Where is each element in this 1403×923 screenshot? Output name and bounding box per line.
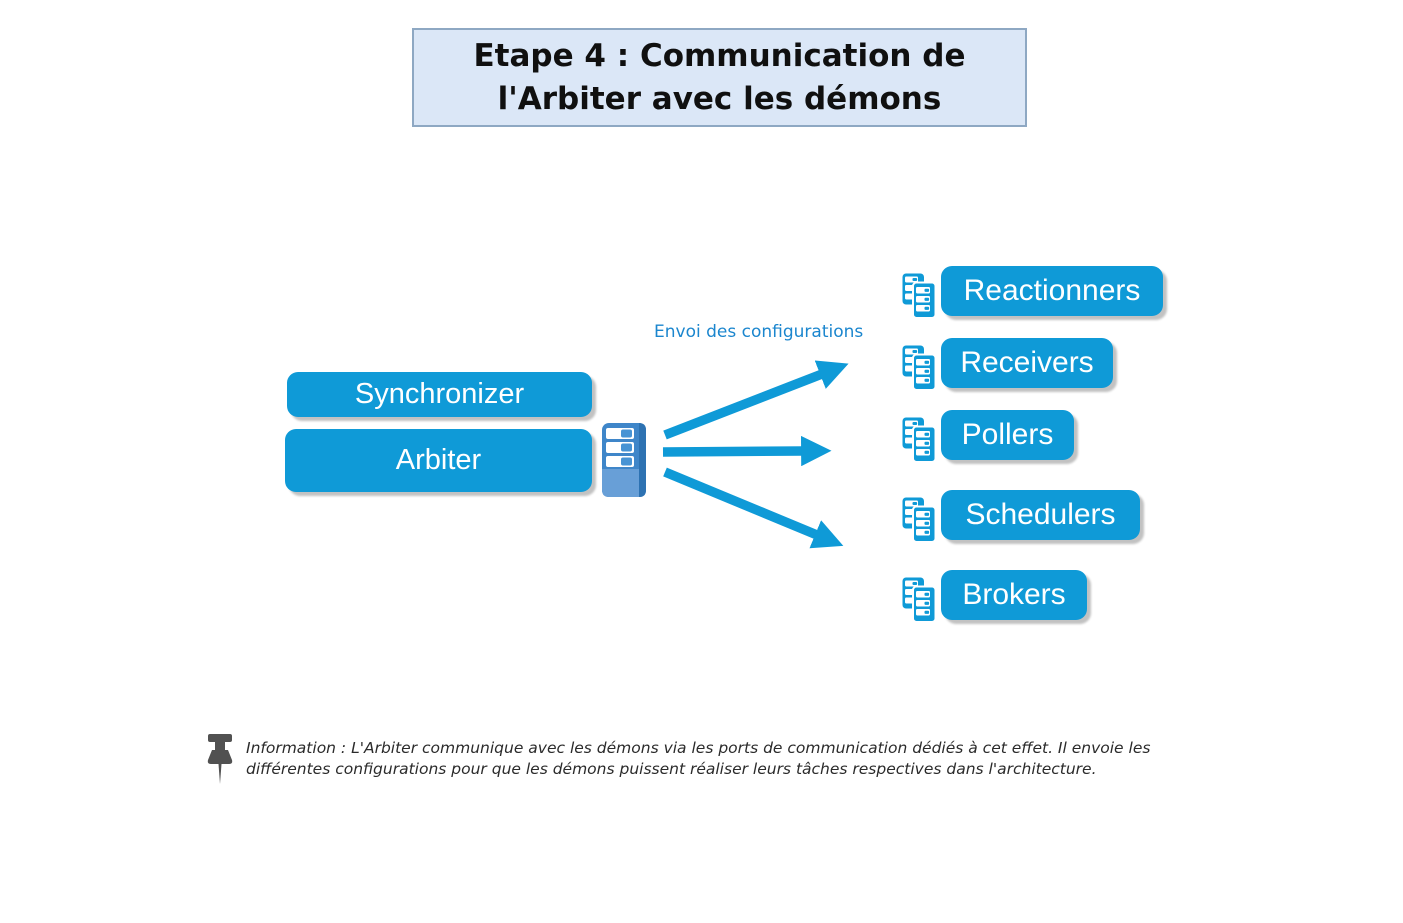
daemon-node: Schedulers xyxy=(941,490,1140,540)
daemon-node: Receivers xyxy=(941,338,1113,388)
flow-arrow-bottom xyxy=(663,467,844,549)
daemon-node: Pollers xyxy=(941,410,1074,460)
daemon-row: Reactionners xyxy=(902,264,1163,319)
stacked-servers-icon xyxy=(902,345,936,391)
daemon-label: Brokers xyxy=(962,578,1066,611)
daemon-row: Brokers xyxy=(902,568,1087,623)
daemon-node: Brokers xyxy=(941,570,1087,620)
info-note: Information : L'Arbiter communique avec … xyxy=(205,734,1236,786)
stacked-servers-icon xyxy=(902,417,936,463)
daemon-node: Reactionners xyxy=(941,266,1163,316)
daemon-row: Schedulers xyxy=(902,488,1140,543)
flow-arrow-middle xyxy=(662,435,832,467)
info-text: Information : L'Arbiter communique avec … xyxy=(246,739,1151,778)
node-arbiter: Arbiter xyxy=(285,429,592,492)
stacked-servers-icon xyxy=(902,577,936,623)
synchronizer-label: Synchronizer xyxy=(354,378,525,410)
daemon-label: Receivers xyxy=(960,346,1094,379)
stacked-servers-icon xyxy=(902,273,936,319)
node-synchronizer: Synchronizer xyxy=(287,372,592,417)
daemon-row: Pollers xyxy=(902,408,1074,463)
flow-arrows xyxy=(662,360,849,549)
title-box: Etape 4 : Communication de l'Arbiter ave… xyxy=(412,28,1027,127)
flow-arrow-top xyxy=(663,360,849,440)
stacked-servers-icon xyxy=(902,497,936,543)
page-title: Etape 4 : Communication de l'Arbiter ave… xyxy=(473,37,966,117)
arbiter-label: Arbiter xyxy=(395,444,482,476)
daemon-row: Receivers xyxy=(902,336,1113,391)
daemon-label: Reactionners xyxy=(963,274,1141,307)
flow-label: Envoi des configurations xyxy=(654,322,864,342)
daemon-label: Schedulers xyxy=(965,498,1116,531)
daemon-label: Pollers xyxy=(961,418,1054,451)
pushpin-icon xyxy=(207,734,233,784)
server-tower-icon xyxy=(602,423,646,497)
